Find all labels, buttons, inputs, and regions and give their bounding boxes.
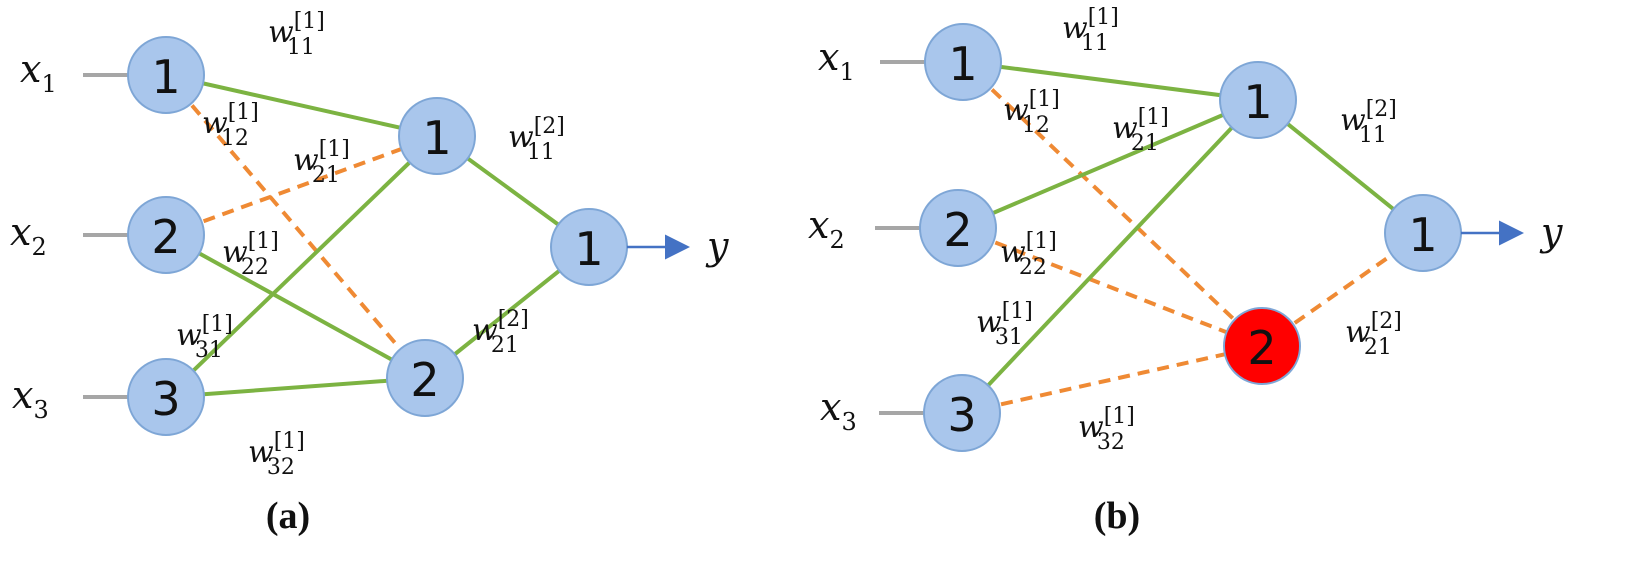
edge-w1-31 [960,98,1260,415]
edge-w1-11 [165,73,438,138]
output-label-y: y [705,224,729,268]
input-node-1-label: 1 [151,50,180,104]
edge-w1-12 [961,60,1264,348]
nodes: 1 2 3 1 2 1 [919,23,1462,452]
weight-label-w1-22: w[1]22 [1000,229,1057,280]
weight-label-w1-12: w[1]12 [202,100,259,151]
output-label-y: y [1539,210,1563,254]
input-node-3-label: 3 [947,388,976,442]
edge-w1-11 [962,60,1259,102]
hidden-node-1: 1 [398,97,476,175]
hidden-node-2-label: 2 [410,353,439,407]
input-node-1: 1 [924,23,1002,101]
panel-caption-a: (a) [266,495,310,537]
panel-a: 123121w[1]11w[1]12w[1]21w[1]22w[1]31w[1]… [10,9,729,537]
edge-w1-22 [957,226,1263,348]
weight-label-w1-21: w[1]21 [1112,105,1169,156]
input-label-x3: x3 [12,373,49,424]
input-node-2: 2 [127,196,205,274]
weight-labels: w[1]11w[1]12 w[1]21 w[1]22 w[1]31 w[1]32 w[2]… [976,5,1402,455]
output-node-1-label: 1 [574,222,603,276]
weight-label-w1-11: w[1]11 [1062,5,1119,56]
weight-label-w1-22: w[1]22 [222,229,279,280]
weight-label-w2-11: w[2]11 [508,114,565,165]
edge-w1-12 [164,73,427,380]
weight-label-w2-21: w[2]21 [472,307,529,358]
input-node-3-label: 3 [151,372,180,426]
output-node-1: 1 [1384,194,1462,272]
input-node-3: 3 [127,358,205,436]
edge-w1-21 [957,98,1259,230]
edge-w1-22 [165,233,426,380]
input-node-3: 3 [923,374,1001,452]
edge-w1-32 [961,344,1263,415]
nodes: 1 2 3 1 2 1 [127,36,628,436]
input-label-x2: x2 [808,203,845,254]
weight-label-w1-31: w[1]31 [976,299,1033,350]
weight-label-w2-11: w[2]11 [1340,97,1397,148]
hidden-node-2: 2 [386,339,464,417]
edge-w1-32 [165,376,426,399]
edge-w1-21 [165,134,438,237]
hidden-node-2-label: 2 [1247,321,1276,375]
input-label-x1: x1 [818,35,855,86]
hidden-node-2: 2 [1223,307,1301,385]
weight-labels: w[1]11w[1]12 w[1]21 w[1]22 w[1]31 w[1]32 w[2]… [176,9,565,480]
panel-caption-b: (b) [1094,495,1140,537]
weight-label-w1-32: w[1]32 [1078,404,1135,455]
hidden-node-1-label: 1 [1243,75,1272,129]
weight-label-w1-12: w[1]12 [1003,87,1060,138]
hidden-node-1-label: 1 [422,111,451,165]
hidden-node-1: 1 [1219,61,1297,139]
weight-label-w2-21: w[2]21 [1345,309,1402,360]
input-label-x1: x1 [20,47,57,98]
weight-label-w1-21: w[1]21 [293,137,350,188]
input-node-2-label: 2 [151,210,180,264]
input-node-2-label: 2 [943,203,972,257]
input-label-x3: x3 [820,385,857,436]
input-label-x2: x2 [10,210,47,261]
output-node-1: 1 [550,208,628,286]
weight-label-w1-11: w[1]11 [268,9,325,60]
input-node-1: 1 [127,36,205,114]
weight-label-w1-32: w[1]32 [248,429,305,480]
weight-label-w1-31: w[1]31 [176,312,233,363]
input-node-2: 2 [919,189,997,267]
input-node-1-label: 1 [948,37,977,91]
output-node-1-label: 1 [1408,208,1437,262]
edge-w1-31 [164,134,439,399]
